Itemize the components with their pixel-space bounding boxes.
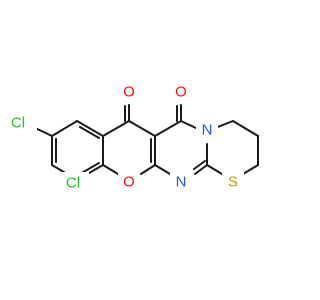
bond-layer [32,104,259,188]
oxygen-atom-ketone-left: O [123,84,135,101]
nitrogen-atom-imine: N [176,174,187,191]
bond [76,120,104,137]
bond [180,120,197,129]
bond [206,164,223,175]
atom-layer: Cl Cl O O O N N S [9,80,244,194]
chlorine-atom-top: Cl [11,115,25,132]
nitrogen-atom-ring: N [202,122,213,139]
oxygen-atom-ketone-right: O [175,84,187,101]
bond [128,120,156,137]
bond [102,164,119,175]
bond [102,120,130,137]
bond [51,120,78,137]
chemical-structure: Cl Cl O O O N N S [9,80,259,194]
bond [140,164,156,175]
bond [154,164,171,175]
bond [79,126,100,139]
bond [193,160,206,170]
sulfur-atom-ring: S [228,174,238,191]
bond [194,164,208,175]
bond [232,120,259,137]
bond [154,120,182,137]
chlorine-atom-bottom: Cl [66,175,80,192]
bond [242,164,259,175]
oxygen-atom-ring: O [123,174,135,191]
